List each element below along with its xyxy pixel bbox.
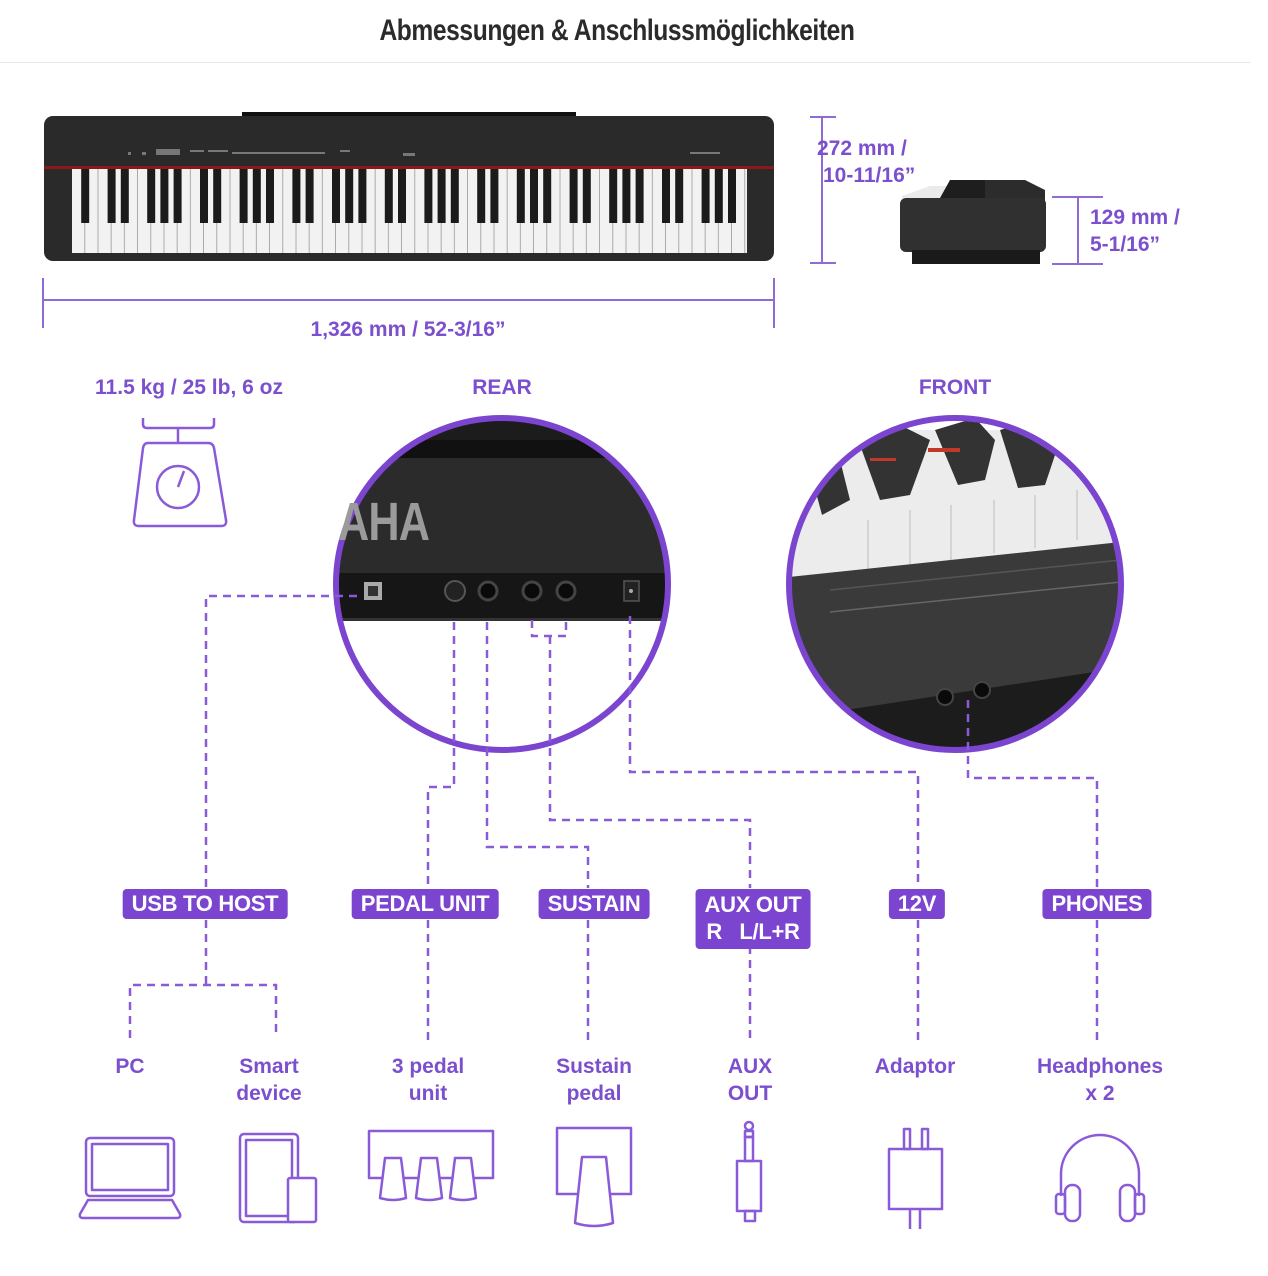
device-label-headphones: Headphones x 2 xyxy=(1037,1053,1163,1107)
depth-dimension-line xyxy=(810,116,836,264)
phones-badge: PHONES xyxy=(1042,889,1152,919)
rear-circle-frame xyxy=(333,415,671,753)
headphones-icon xyxy=(1054,1133,1146,1223)
piano-top-view xyxy=(44,112,774,261)
width-label: 1,326 mm / 52-3/16” xyxy=(310,318,506,341)
device-label-line: pedal xyxy=(566,1082,622,1105)
aux-out-badge-line2: R L/L+R xyxy=(706,919,800,944)
device-label-line: AUX xyxy=(727,1055,773,1078)
device-label-line: device xyxy=(236,1082,302,1105)
aux-out-badge: AUX OUT R L/L+R xyxy=(695,889,811,949)
device-label-line: Sustain xyxy=(556,1055,632,1078)
front-view-label: FRONT xyxy=(918,376,992,399)
rear-panel-closeup xyxy=(336,418,668,750)
audio-jack-icon xyxy=(735,1120,763,1223)
connection-lines xyxy=(128,594,1099,1040)
aux-out-badge-line1: AUX OUT xyxy=(704,892,802,917)
device-label-sustain-pedal: Sustain pedal xyxy=(556,1053,632,1107)
laptop-icon xyxy=(78,1136,182,1220)
height-label-line1: 129 mm / xyxy=(1090,206,1180,229)
device-label-line: unit xyxy=(408,1082,448,1105)
device-label-line: Adaptor xyxy=(874,1055,956,1078)
pedal-unit-badge: PEDAL UNIT xyxy=(351,889,499,919)
device-label-line: x 2 xyxy=(1085,1082,1115,1105)
rear-view-label: REAR xyxy=(472,376,532,399)
depth-label-line1: 272 mm / xyxy=(817,137,907,160)
depth-label-line2: 10-11/16” xyxy=(823,164,916,187)
device-label-adaptor: Adaptor xyxy=(875,1053,956,1080)
12v-badge: 12V xyxy=(888,889,946,919)
device-label-smart-device: Smart device xyxy=(236,1053,301,1107)
three-pedal-icon xyxy=(367,1129,495,1202)
device-label-3-pedal-unit: 3 pedal unit xyxy=(392,1053,464,1107)
usb-to-host-badge: USB TO HOST xyxy=(122,889,288,919)
front-circle-frame xyxy=(786,415,1124,753)
device-label-pc: PC xyxy=(115,1053,144,1080)
device-label-aux-out: AUX OUT xyxy=(728,1053,772,1107)
sustain-badge: SUSTAIN xyxy=(538,889,650,919)
device-label-line: PC xyxy=(115,1055,145,1078)
tablet-phone-icon xyxy=(238,1132,318,1224)
width-dimension-line xyxy=(42,278,775,328)
height-dimension-line xyxy=(1052,196,1103,265)
page-title: Abmessungen & Anschlussmöglichkeiten xyxy=(379,14,855,47)
device-label-line: 3 pedal xyxy=(391,1055,465,1078)
weight-label: 11.5 kg / 25 lb, 6 oz xyxy=(95,376,283,399)
piano-side-view xyxy=(900,180,1046,264)
yamaha-logo-partial: AHA xyxy=(338,492,430,552)
front-panel-closeup xyxy=(789,418,1121,750)
power-adaptor-icon xyxy=(887,1127,944,1229)
device-label-line: OUT xyxy=(727,1082,773,1105)
height-label-line2: 5-1/16” xyxy=(1090,233,1161,256)
weight-scale-icon xyxy=(132,418,228,528)
device-label-line: Smart xyxy=(239,1055,299,1078)
title-divider xyxy=(0,62,1250,63)
device-label-line: Headphones xyxy=(1036,1055,1164,1078)
sustain-pedal-icon xyxy=(555,1126,633,1228)
